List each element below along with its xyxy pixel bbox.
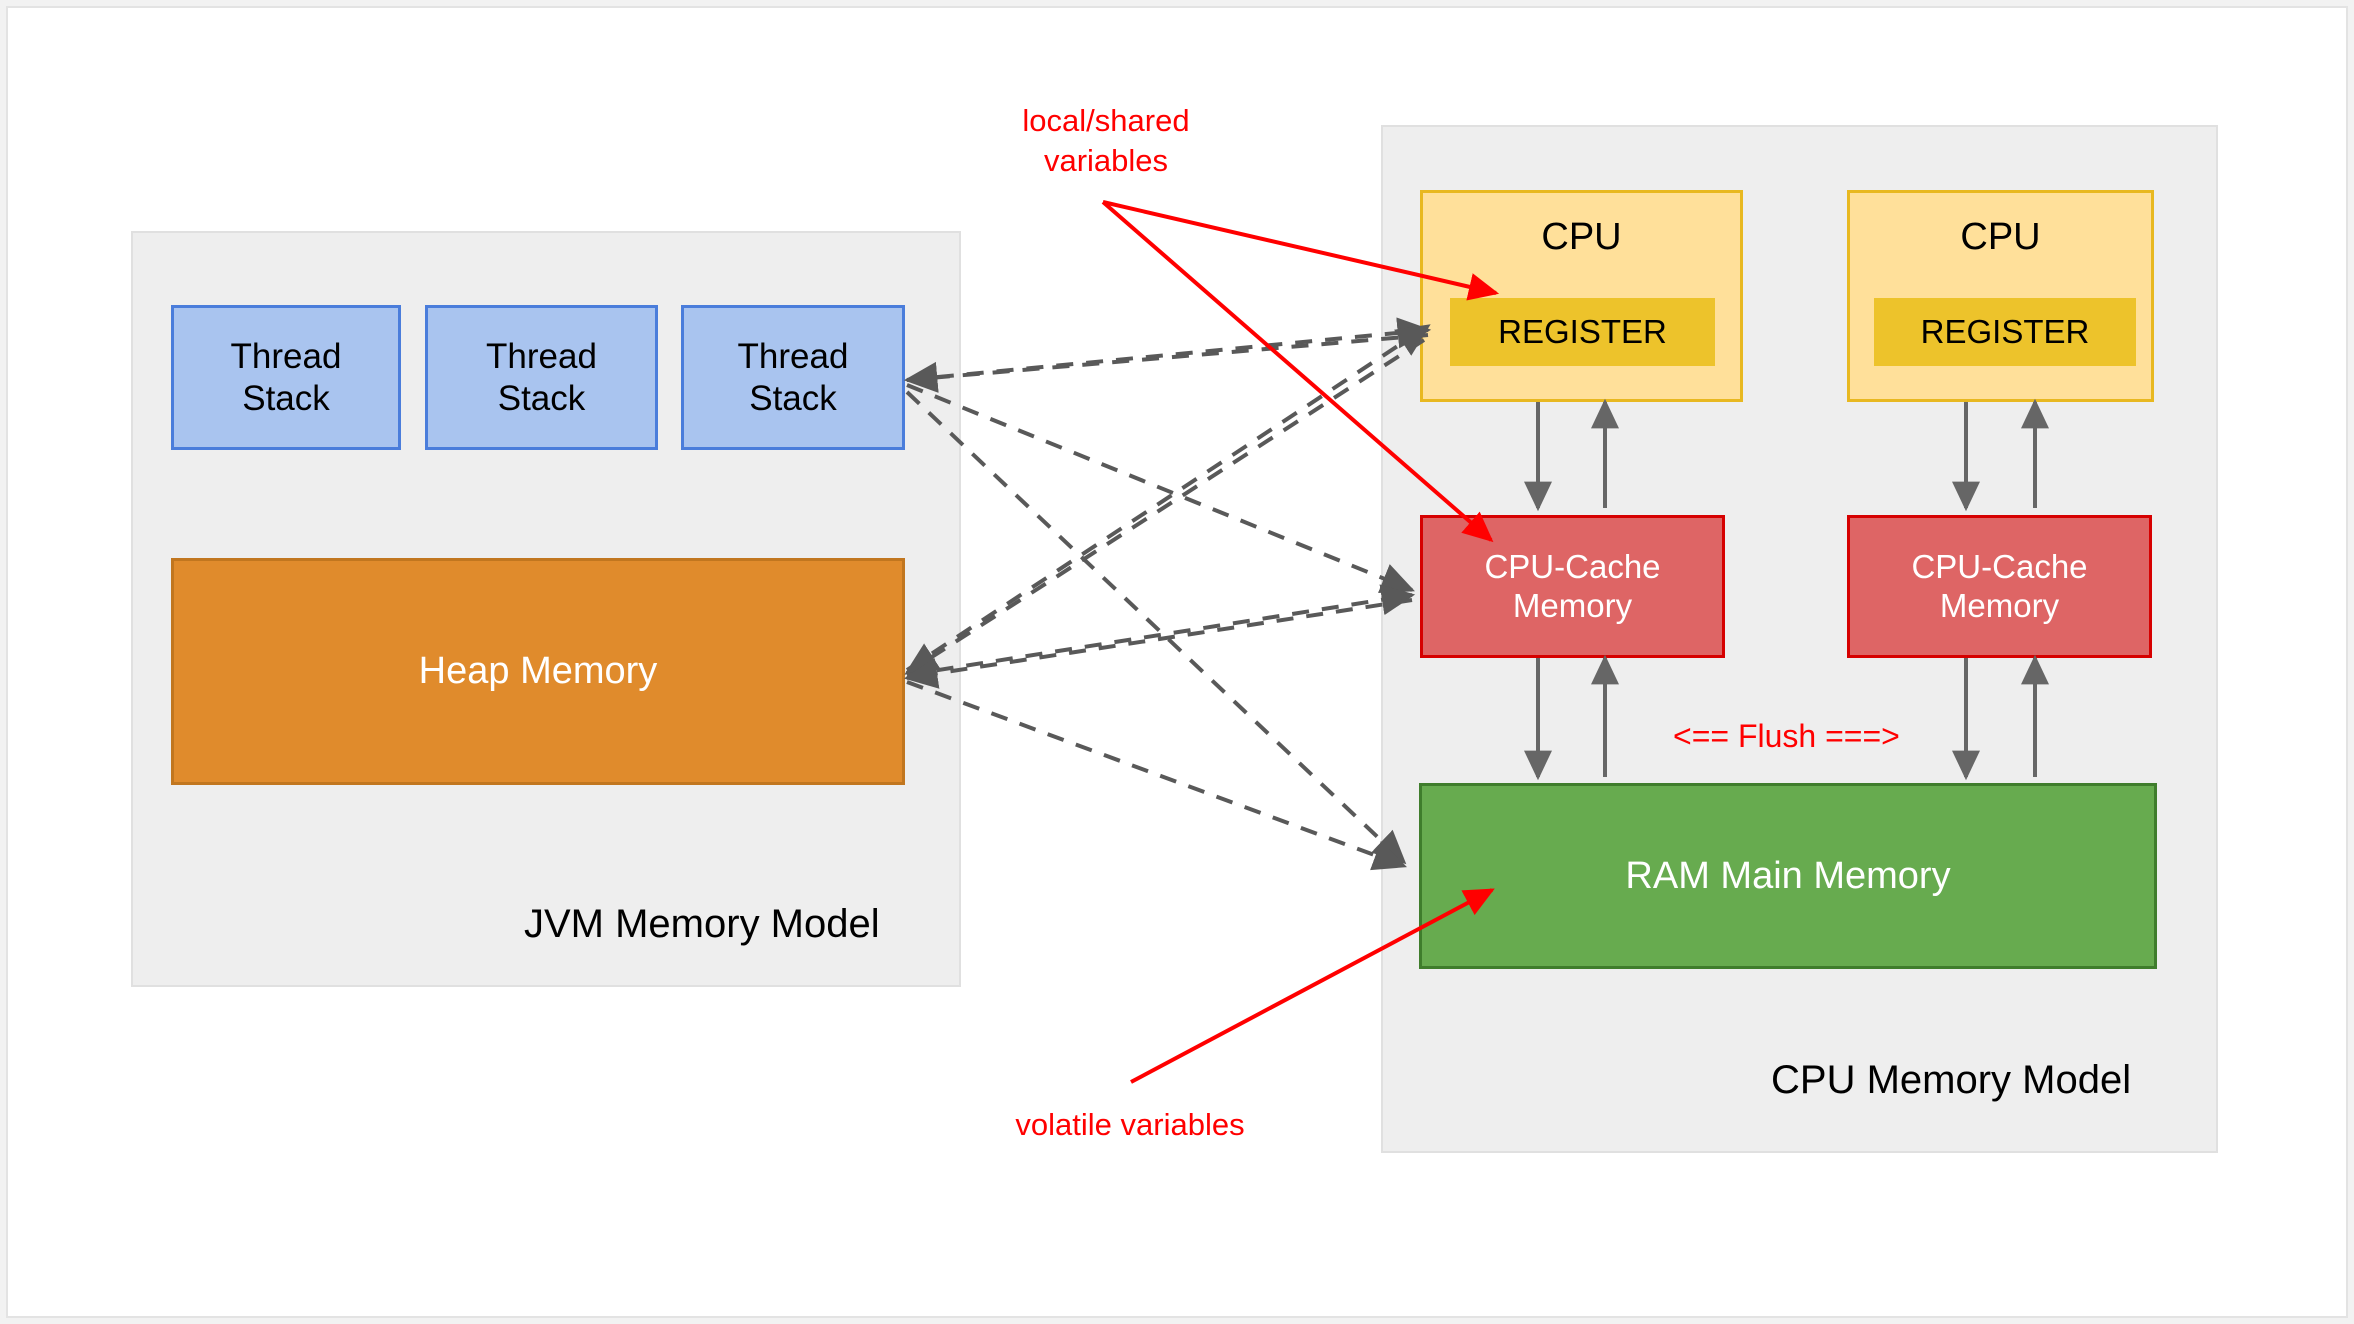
dashed-arrow-threadstack-to-register [906,317,1432,382]
ram-main-memory-box[interactable]: RAM Main Memory [1419,783,2157,969]
cpu-label: CPU [1541,216,1622,258]
thread-stack-box-2[interactable]: Thread Stack [425,305,658,450]
jvm-panel-label: JVM Memory Model [524,902,880,946]
cpu-cache-memory-box-1[interactable]: CPU-Cache Memory [1420,515,1725,658]
heap-memory-label: Heap Memory [418,650,658,693]
dashed-arrow-register-to-heap [904,338,1426,675]
cpu-label: CPU [1960,216,2041,258]
heap-memory-box[interactable]: Heap Memory [171,558,905,785]
dashed-arrow-threadstack-to-cache [906,383,1415,594]
register-box-2[interactable]: REGISTER [1874,298,2136,366]
cpu-cache-label: CPU-Cache Memory [1484,547,1661,624]
dashed-arrow-heap-to-ram [906,680,1408,871]
thread-stack-label: Thread Stack [737,337,849,418]
ram-main-memory-label: RAM Main Memory [1625,854,1951,897]
cpu-cache-memory-box-2[interactable]: CPU-Cache Memory [1847,515,2152,658]
flush-label: <== Flush ===> [1673,718,1900,754]
register-label: REGISTER [1498,312,1667,350]
thread-stack-box-1[interactable]: Thread Stack [171,305,401,450]
dashed-arrow-cache-to-heap [903,598,1413,689]
thread-stack-label: Thread Stack [486,337,597,418]
register-label: REGISTER [1920,312,2090,350]
register-box-1[interactable]: REGISTER [1450,298,1715,366]
thread-stack-box-3[interactable]: Thread Stack [681,305,905,450]
dashed-arrow-register-to-threadstack [903,333,1429,393]
thread-stack-label: Thread Stack [230,337,342,418]
dashed-arrow-threadstack-to-ram [905,390,1407,865]
dashed-arrow-heap-to-register [905,324,1431,672]
local-shared-variables-annotation: local/shared variables [1022,103,1190,178]
cpu-panel-label: CPU Memory Model [1771,1058,2132,1102]
cpu-box-2[interactable]: CPU [1847,190,2154,402]
dashed-arrow-heap-to-cache [906,584,1416,677]
volatile-variables-annotation: volatile variables [1015,1107,1245,1142]
dashed-connector-group [903,317,1432,871]
cpu-box-1[interactable]: CPU [1420,190,1743,402]
cpu-cache-label: CPU-Cache Memory [1911,547,2088,624]
